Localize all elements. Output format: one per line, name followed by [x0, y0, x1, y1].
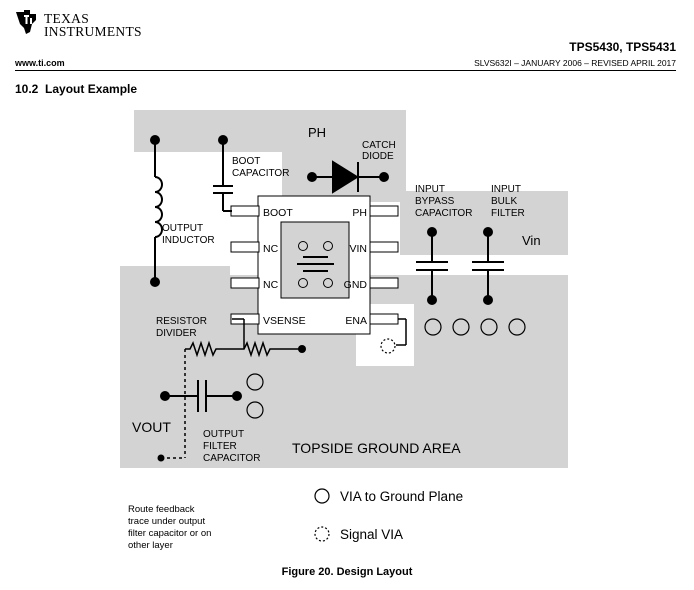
- ground-via: [246, 401, 264, 419]
- ground-via: [508, 318, 526, 336]
- thermal-via: [298, 278, 308, 288]
- input-bulk-label-1: INPUT: [491, 184, 521, 195]
- boot-cap-label-1: BOOT: [232, 156, 260, 167]
- resistor-divider: [185, 318, 302, 358]
- pin-vin-pad: [369, 241, 399, 253]
- boot-cap-pad: [218, 135, 228, 145]
- legend-signal-via-icon: [314, 526, 330, 542]
- input-bypass-label-2: BYPASS: [415, 196, 455, 207]
- feedback-pad: [298, 345, 306, 353]
- catch-diode-label-1: CATCH: [362, 140, 396, 151]
- legend: VIA to Ground Plane Signal VIA: [314, 488, 463, 542]
- vin-copper: [400, 191, 568, 255]
- vout-copper: [120, 266, 230, 468]
- ground-via: [424, 318, 442, 336]
- inductor-pad-top: [150, 135, 160, 145]
- input-bypass-label-1: INPUT: [415, 184, 445, 195]
- resistor-divider-label-1: RESISTOR: [156, 316, 207, 327]
- thermal-pad: [280, 221, 350, 299]
- pin-boot-label: BOOT: [263, 207, 293, 219]
- ti-logo: Texas Instruments: [14, 8, 214, 44]
- ground-symbol: [297, 256, 334, 272]
- feedback-via: [157, 454, 165, 462]
- diode-pad-left: [307, 172, 317, 182]
- figure-caption: Figure 20. Design Layout: [281, 566, 413, 578]
- pin-vin-label: VIN: [349, 243, 367, 255]
- inductor-pad-bottom: [150, 277, 160, 287]
- resistor-divider-label-2: DIVIDER: [156, 328, 197, 339]
- output-filter-capacitor: [165, 380, 237, 412]
- legend-ground-via-icon: [314, 488, 330, 504]
- route-note-2: trace under output: [128, 516, 205, 527]
- section-heading: 10.2 Layout Example: [15, 82, 137, 96]
- diode-pad-right: [379, 172, 389, 182]
- ic-package: BOOT NC NC VSENSE PH VIN GND ENA: [230, 195, 399, 335]
- bulk-pad-bottom: [483, 295, 493, 305]
- route-note-3: filter capacitor or on: [128, 528, 211, 539]
- section-number: 10.2: [15, 82, 39, 96]
- legend-ground-via-label: VIA to Ground Plane: [340, 489, 463, 504]
- ph-copper: [134, 110, 406, 152]
- vin-label: Vin: [522, 233, 541, 248]
- boot-cap-label-2: CAPACITOR: [232, 168, 289, 179]
- company-name: Texas Instruments: [44, 11, 142, 39]
- out-cap-pad-right: [232, 391, 242, 401]
- input-bulk-label-3: FILTER: [491, 208, 525, 219]
- pin-vsense-pad: [230, 313, 260, 325]
- ti-logo-icon: [16, 10, 36, 34]
- pin-nc1-label: NC: [263, 243, 279, 255]
- ground-via: [246, 373, 264, 391]
- part-numbers: TPS5430, TPS5431: [569, 40, 676, 54]
- output-filter-label-3: CAPACITOR: [203, 453, 260, 464]
- ground-notch: [400, 255, 568, 275]
- catch-diode: [312, 160, 384, 194]
- output-inductor-label-2: INDUCTOR: [162, 235, 215, 246]
- bypass-pad-top: [427, 227, 437, 237]
- thermal-via: [323, 241, 333, 251]
- out-cap-pad-left: [160, 391, 170, 401]
- company-name-line1: Texas: [44, 11, 89, 26]
- vout-label: VOUT: [132, 419, 171, 435]
- legend-signal-via-label: Signal VIA: [340, 527, 403, 542]
- ground-via: [452, 318, 470, 336]
- ground-area-label: TOPSIDE GROUND AREA: [292, 440, 461, 456]
- pin-boot-pad: [230, 205, 260, 217]
- pin-vsense-label: VSENSE: [263, 315, 306, 327]
- bypass-pad-bottom: [427, 295, 437, 305]
- pin-ena-pad: [369, 313, 399, 325]
- route-note-1: Route feedback: [128, 504, 195, 515]
- company-name-line2: Instruments: [44, 24, 142, 39]
- section-title: Layout Example: [45, 82, 138, 96]
- thermal-via: [298, 241, 308, 251]
- ena-trace: [396, 318, 407, 346]
- pin-ena-label: ENA: [345, 315, 367, 327]
- pin-gnd-pad: [369, 277, 399, 289]
- pin-ph-pad: [369, 205, 399, 217]
- ground-vias: [246, 318, 526, 419]
- bulk-pad-top: [483, 227, 493, 237]
- ph-label: PH: [308, 125, 326, 140]
- ground-via: [480, 318, 498, 336]
- output-inductor: [154, 140, 163, 282]
- input-bulk-label-2: BULK: [491, 196, 517, 207]
- pin-nc2-label: NC: [263, 279, 279, 291]
- output-filter-label-2: FILTER: [203, 441, 237, 452]
- output-inductor-label-1: OUTPUT: [162, 223, 203, 234]
- boot-capacitor: [213, 140, 233, 212]
- pin-gnd-label: GND: [344, 279, 368, 291]
- ena-signal-via: [380, 338, 396, 354]
- pin-nc1-pad: [230, 241, 260, 253]
- input-bypass-label-3: CAPACITOR: [415, 208, 472, 219]
- output-filter-label-1: OUTPUT: [203, 429, 244, 440]
- pin-ph-label: PH: [352, 207, 367, 219]
- vout-copper-ext: [230, 348, 280, 388]
- document-id: SLVS632I – JANUARY 2006 – REVISED APRIL …: [474, 58, 676, 68]
- thermal-via: [323, 278, 333, 288]
- header-divider: [15, 70, 676, 71]
- pin-nc2-pad: [230, 277, 260, 289]
- website-link[interactable]: www.ti.com: [15, 58, 65, 68]
- catch-diode-label-2: DIODE: [362, 151, 394, 162]
- route-note-4: other layer: [128, 540, 173, 551]
